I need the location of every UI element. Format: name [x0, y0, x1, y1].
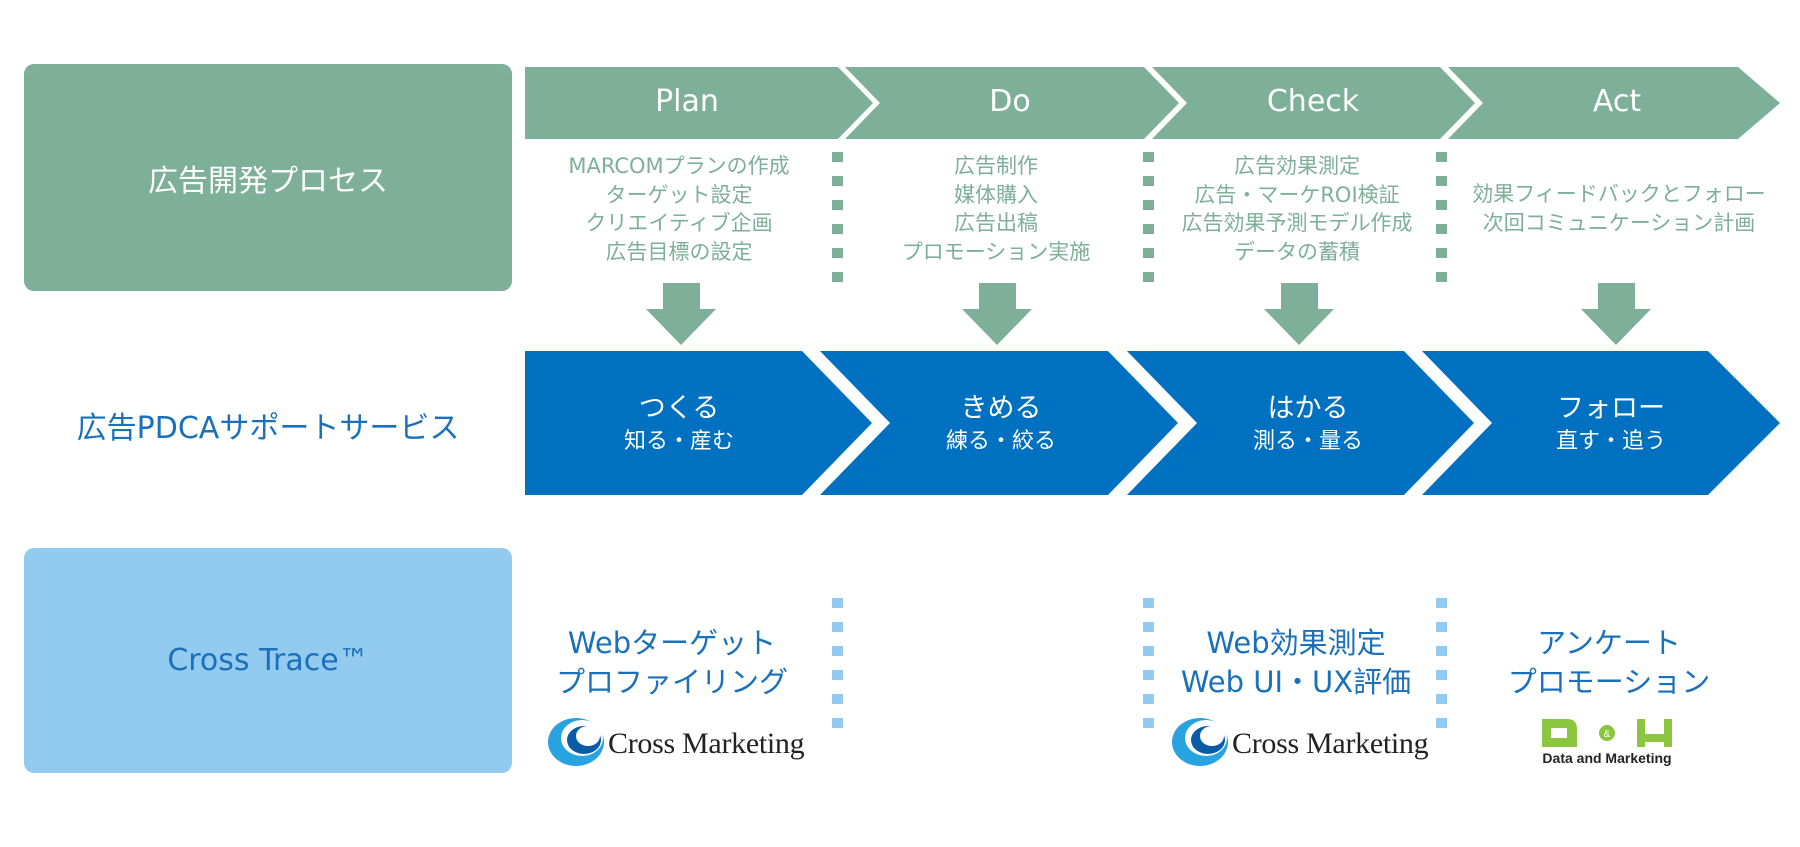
pdca-step-3: はかる 測る・量る	[1253, 392, 1363, 458]
list-item: 次回コミュニケーション計画	[1482, 210, 1756, 235]
list-item: 広告効果測定	[1234, 154, 1360, 178]
list-item: 広告・マーケROI検証	[1194, 182, 1400, 207]
list-item: 広告効果予測モデル作成	[1181, 211, 1413, 235]
phase-chevron-plan	[525, 67, 873, 139]
list-item: 広告出稿	[954, 211, 1038, 235]
crosstrace-row-label: Cross Trace™	[24, 548, 512, 773]
pdca-chevron-3	[1127, 351, 1474, 495]
phase-items-act: 効果フィードバックとフォロー 次回コミュニケーション計画	[1472, 180, 1766, 237]
pdca-step-sub: 測る・量る	[1252, 429, 1364, 454]
pdca-step-2: きめる 練る・絞る	[946, 392, 1056, 458]
process-separators	[832, 152, 1447, 282]
phase-chevron-act	[1448, 67, 1780, 139]
pdca-row-label: 広告PDCAサポートサービス	[24, 365, 512, 485]
cross-marketing-logo-text: Cross Marketing	[1232, 727, 1429, 760]
process-row-label: 広告開発プロセス	[24, 64, 512, 291]
data-and-marketing-logo: & Data and Marketing	[1532, 716, 1682, 766]
list-item: 効果フィードバックとフォロー	[1472, 182, 1766, 206]
pdca-step-main: フォロー	[1556, 393, 1665, 424]
service-line: Web UI・UX評価	[1180, 665, 1412, 699]
crosstrace-row-label-text: Cross Trace™	[167, 643, 369, 678]
list-item: ターゲット設定	[605, 182, 753, 207]
phase-chevron-check	[1152, 67, 1475, 139]
list-item: データの蓄積	[1234, 239, 1360, 264]
phase-items-plan: MARCOMプランの作成 ターゲット設定 クリエイティブ企画 広告目標の設定	[568, 152, 789, 266]
service-separator-3	[1436, 598, 1447, 728]
service-separator-1	[832, 598, 843, 728]
pdca-chevron-4	[1422, 351, 1780, 495]
list-item: プロモーション実施	[901, 239, 1091, 264]
phase-items-check: 広告効果測定 広告・マーケROI検証 広告効果予測モデル作成 データの蓄積	[1182, 152, 1413, 266]
service-line: Web効果測定	[1206, 626, 1386, 660]
pdca-row-label-text: 広告PDCAサポートサービス	[76, 411, 460, 446]
cross-marketing-logo-text: Cross Marketing	[608, 727, 805, 760]
down-arrow-act	[1581, 283, 1651, 345]
process-separator-3	[1436, 152, 1447, 282]
phase-chevron-do	[845, 67, 1179, 139]
phase-name-act: Act	[1592, 84, 1642, 119]
phase-name-check: Check	[1266, 84, 1360, 119]
service-web-target-profiling: Webターゲット プロファイリング	[556, 624, 788, 702]
service-survey-promotion: アンケート プロモーション	[1508, 624, 1710, 702]
phase-items-do: 広告制作 媒体購入 広告出稿 プロモーション実施	[902, 152, 1091, 266]
pdca-step-sub: 直す・追う	[1555, 429, 1667, 454]
service-line: プロモーション	[1507, 665, 1711, 699]
cross-marketing-logo: Cross Marketing	[1168, 716, 1429, 772]
service-separators	[832, 598, 1447, 728]
service-line: アンケート	[1537, 626, 1681, 660]
list-item: 広告制作	[954, 154, 1038, 178]
process-separator-1	[832, 152, 843, 282]
phase-name-plan: Plan	[655, 84, 719, 119]
pdca-chevron-2	[820, 351, 1178, 495]
list-item: 媒体購入	[954, 182, 1038, 207]
service-separator-2	[1143, 598, 1154, 728]
pdca-step-sub: 知る・産む	[623, 429, 735, 454]
svg-text:&: &	[1604, 729, 1611, 740]
pdca-step-4: フォロー 直す・追う	[1556, 392, 1666, 458]
service-line: プロファイリング	[555, 665, 789, 699]
down-arrow-do	[962, 283, 1032, 345]
pdca-step-main: つくる	[638, 393, 720, 424]
process-row-label-text: 広告開発プロセス	[148, 163, 388, 199]
pdca-step-main: はかる	[1267, 393, 1349, 424]
pdca-step-main: きめる	[960, 393, 1042, 424]
list-item: MARCOMプランの作成	[568, 154, 790, 178]
pdca-step-sub: 練る・絞る	[945, 429, 1057, 454]
phase-name-do: Do	[989, 84, 1031, 119]
cross-marketing-logo-mark-icon	[1172, 718, 1228, 766]
list-item: クリエイティブ企画	[585, 211, 773, 235]
process-separator-2	[1143, 152, 1154, 282]
down-arrow-check	[1264, 283, 1334, 345]
dm-logo-text: Data and Marketing	[1542, 750, 1672, 766]
service-web-effect-measurement: Web効果測定 Web UI・UX評価	[1181, 624, 1411, 702]
cross-marketing-logo: Cross Marketing	[544, 716, 805, 772]
pdca-chevron-1	[525, 351, 872, 495]
dm-logo-mark-icon: &	[1542, 719, 1672, 747]
cross-marketing-logo-mark-icon	[548, 718, 604, 766]
pdca-step-1: つくる 知る・産む	[624, 392, 734, 458]
list-item: 広告目標の設定	[605, 239, 753, 264]
down-arrow-plan	[646, 283, 716, 345]
service-line: Webターゲット	[567, 626, 777, 660]
